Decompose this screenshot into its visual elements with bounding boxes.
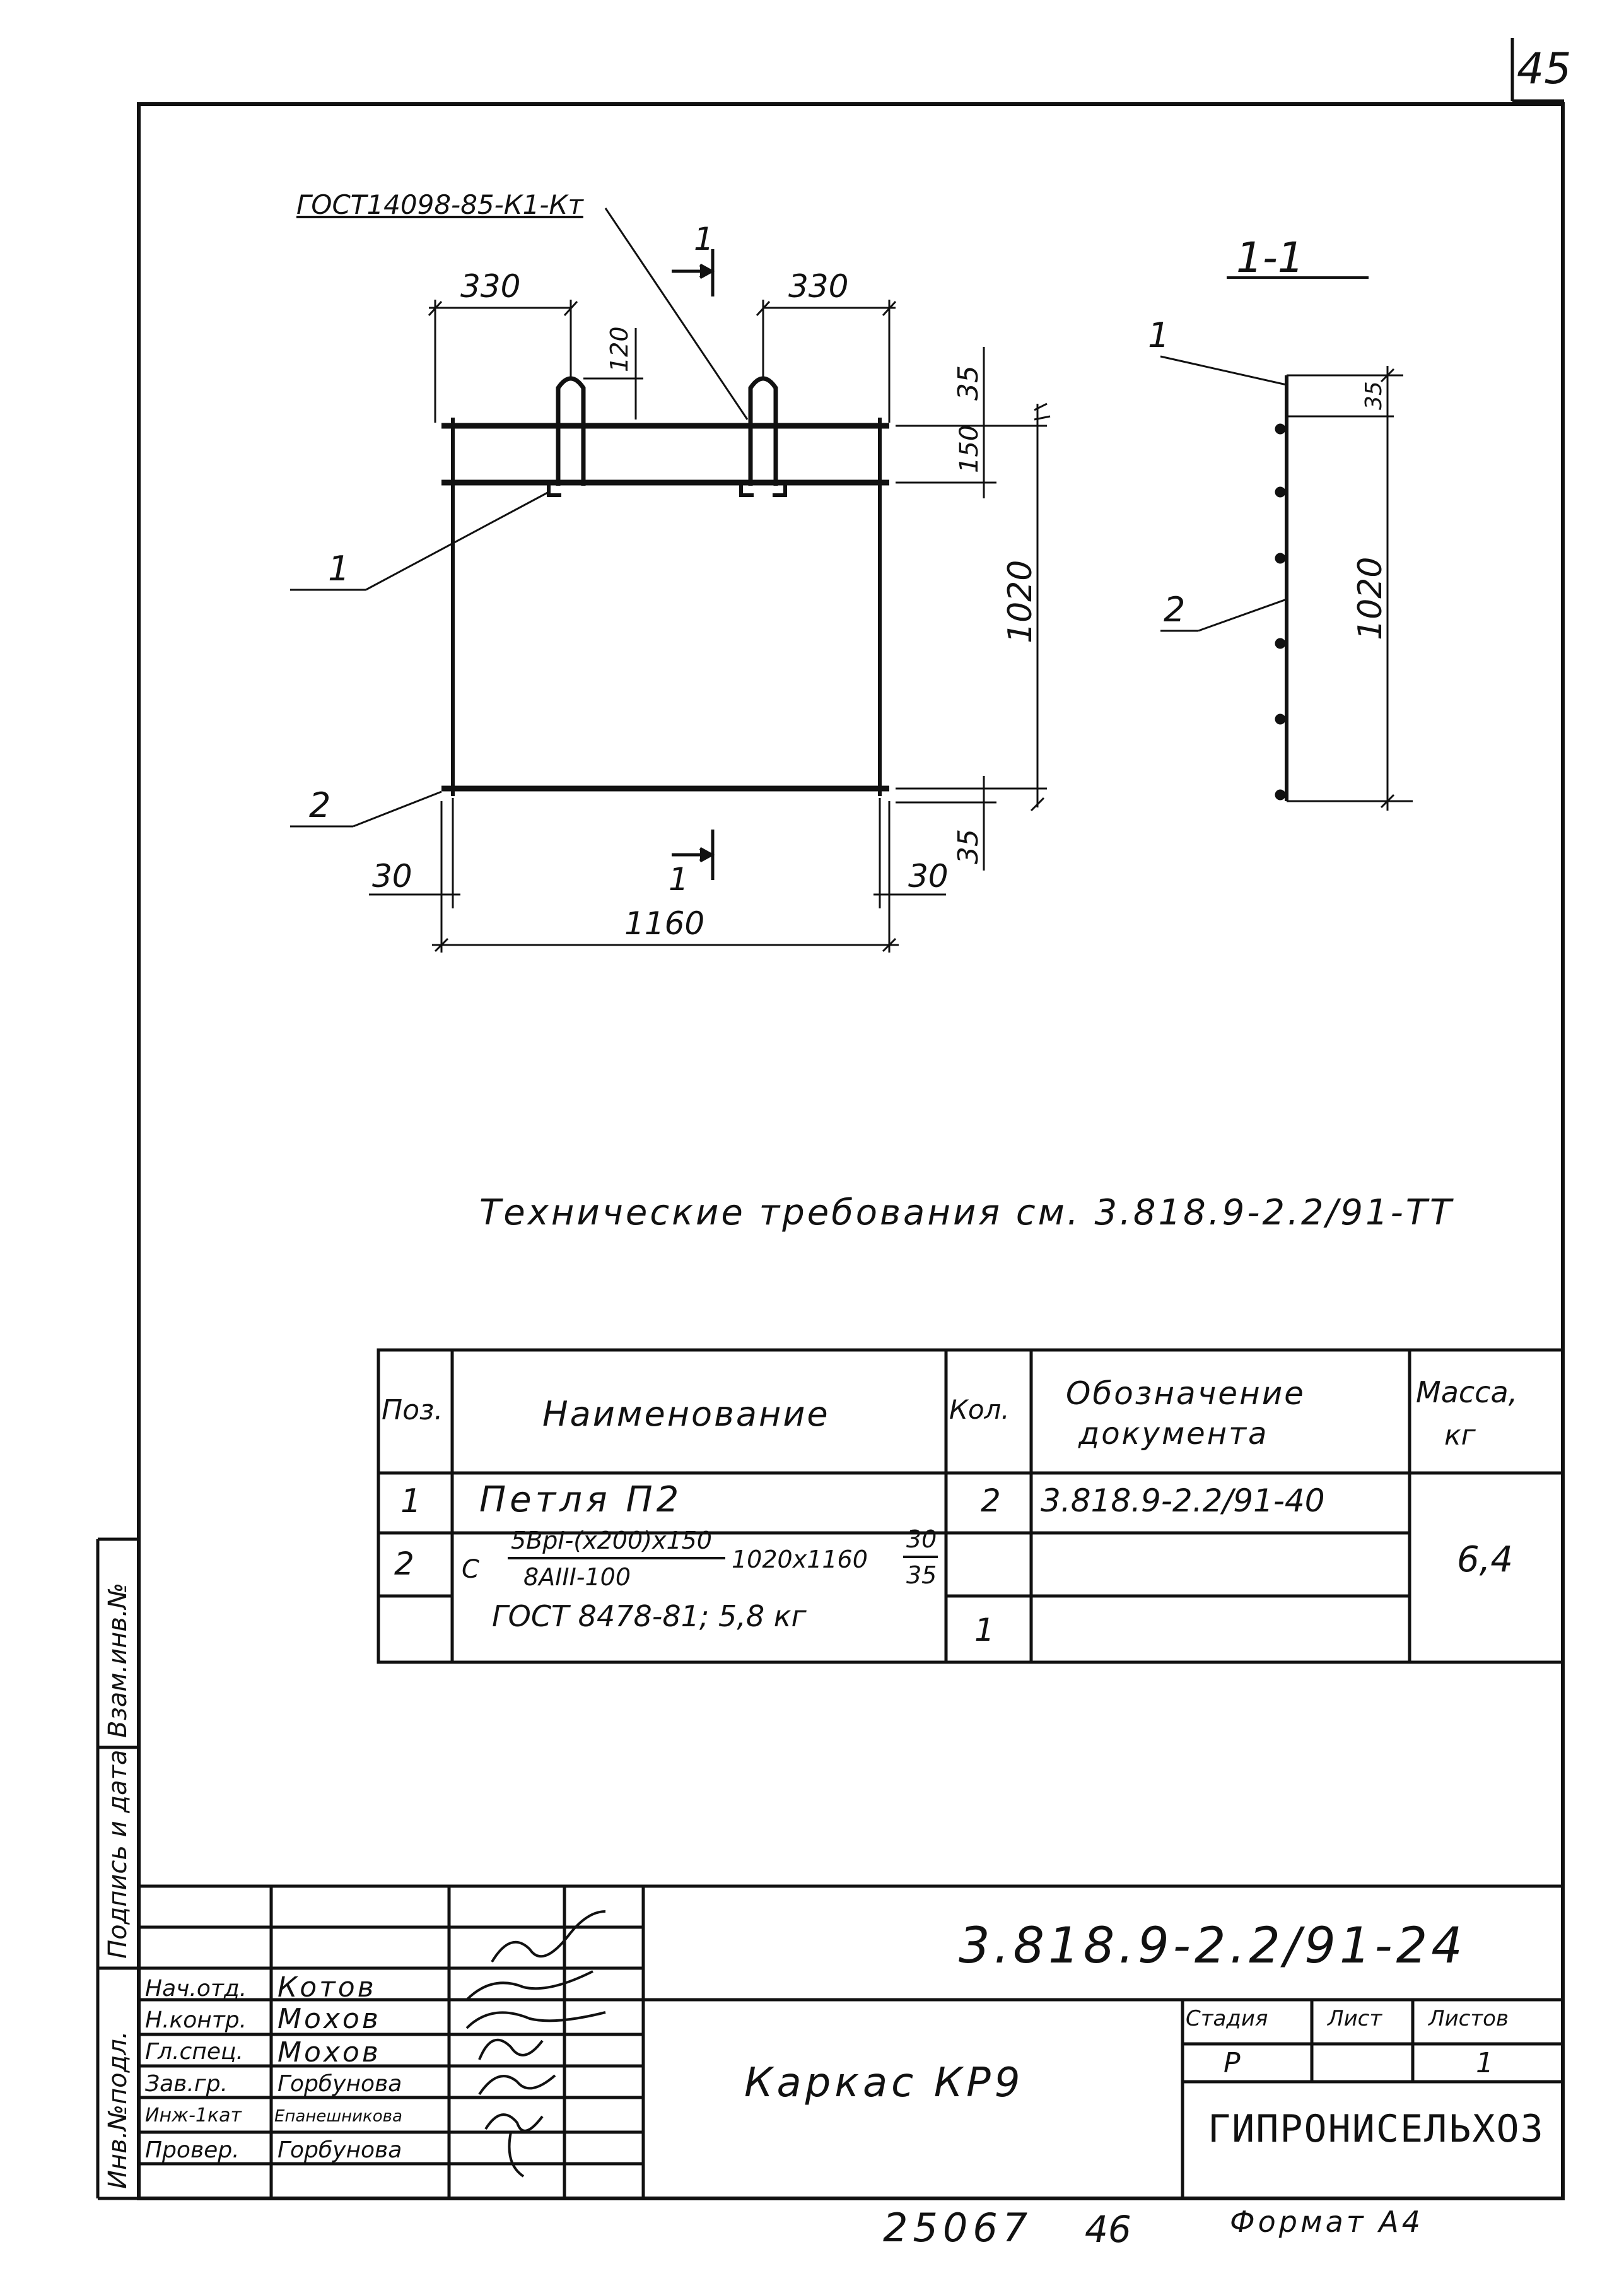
leader-lines [290,208,1287,828]
name-3: Горбунова [277,2071,402,2097]
row1-doc: 3.818.9-2.2/91-40 [1041,1482,1325,1519]
row2-prefix: С [462,1555,479,1584]
dim-1160: 1160 [624,905,705,942]
sheet-label: Лист [1328,2006,1382,2031]
row1-name: Петля П2 [479,1479,683,1520]
row2-frac2-top: 30 [906,1525,937,1553]
dim-35-bottom: 35 [952,829,984,864]
side-stamp-sign-date: Подпись и дата [103,1750,132,1959]
item-name: Каркас КР9 [744,2060,1024,2106]
th-doc-line2: документа [1078,1416,1269,1452]
title-block-grid [139,1884,1563,2198]
dim-30-right: 30 [908,858,949,895]
section-title: 1-1 [1236,233,1304,282]
pos-2-section: 2 [1164,590,1186,630]
section-view [1227,276,1413,811]
dim-35-top: 35 [952,365,984,401]
stage-label: Стадия [1186,2006,1268,2031]
row1-pos: 1 [400,1482,422,1520]
dim-1020: 1020 [1002,560,1039,643]
dim-330-left: 330 [460,268,521,305]
dim-30-left: 30 [372,858,412,895]
th-qty: Кол. [949,1394,1010,1425]
section-marker-bottom: 1 [669,861,689,898]
name-2: Мохов [277,2036,381,2068]
footer-format: Формат А4 [1230,2205,1423,2239]
section-markers [672,249,715,880]
row2-size: 1020x1160 [732,1546,868,1573]
dim-120: 120 [605,326,633,372]
footer-number: 25067 [883,2205,1033,2251]
organization: ГИПРОНИСЕЛЬХОЗ [1208,2107,1545,2151]
th-doc-line1: Обозначение [1066,1375,1306,1412]
pos-1-section: 1 [1148,315,1170,355]
gost-callout: ГОСТ14098-85-К1-Кт [296,189,583,220]
row3-name: ГОСТ 8478-81; 5,8 кг [492,1599,807,1633]
sheets-value: 1 [1476,2047,1493,2079]
section-marker-top: 1 [694,221,714,257]
signatures [465,1910,606,2178]
name-1: Мохов [277,2003,381,2035]
page-number: 45 [1517,44,1572,94]
dim-150: 150 [955,425,984,473]
role-4: Инж-1кат [145,2104,242,2127]
footer-copy: 46 [1085,2208,1131,2251]
row2-frac2-line [903,1556,938,1558]
row2-frac-line [508,1557,725,1559]
tech-requirements-note: Технические требования см. 3.818.9-2.2/9… [479,1192,1454,1233]
row2-pos: 2 [394,1546,414,1582]
dimension-lines [369,300,1051,953]
row2-frac2-bottom: 35 [906,1561,937,1589]
frame-view [441,376,889,796]
stage-value: Р [1224,2047,1241,2079]
th-name: Наименование [542,1394,830,1434]
th-mass-line1: Масса, [1416,1375,1518,1409]
role-1: Н.контр. [145,2007,247,2033]
role-2: Гл.спец. [145,2039,243,2065]
sheets-label: Листов [1428,2006,1509,2031]
role-3: Зав.гр. [145,2071,228,2097]
pos-1-main: 1 [328,549,350,589]
side-stamp-inv-replace: Взам.инв.№ [103,1583,132,1738]
role-0: Нач.отд. [145,1976,247,2002]
row3-qty: 1 [974,1612,995,1648]
th-mass-line2: кг [1444,1419,1476,1452]
name-4: Епанешникова [274,2107,402,2126]
name-0: Котов [277,1971,377,2003]
row2-frac-top: 5ВрI-(x200)x150 [511,1527,712,1554]
spec-table-grid [377,1348,1565,1664]
pos-2-main: 2 [309,785,331,825]
row1-qty: 2 [981,1482,1001,1519]
th-pos: Поз. [382,1394,443,1426]
sheet-frame [137,102,1565,2200]
mass-value: 6,4 [1457,1539,1514,1580]
dim-330-right: 330 [788,268,849,305]
role-5: Провер. [145,2137,240,2163]
doc-code: 3.818.9-2.2/91-24 [959,1918,1466,1974]
side-stamp-inv-orig: Инв.№подл. [103,2031,132,2189]
sec-dim-1020: 1020 [1352,557,1389,640]
name-5: Горбунова [277,2137,402,2163]
sec-dim-35: 35 [1361,381,1387,410]
row2-frac-bottom: 8АIII-100 [523,1563,631,1591]
